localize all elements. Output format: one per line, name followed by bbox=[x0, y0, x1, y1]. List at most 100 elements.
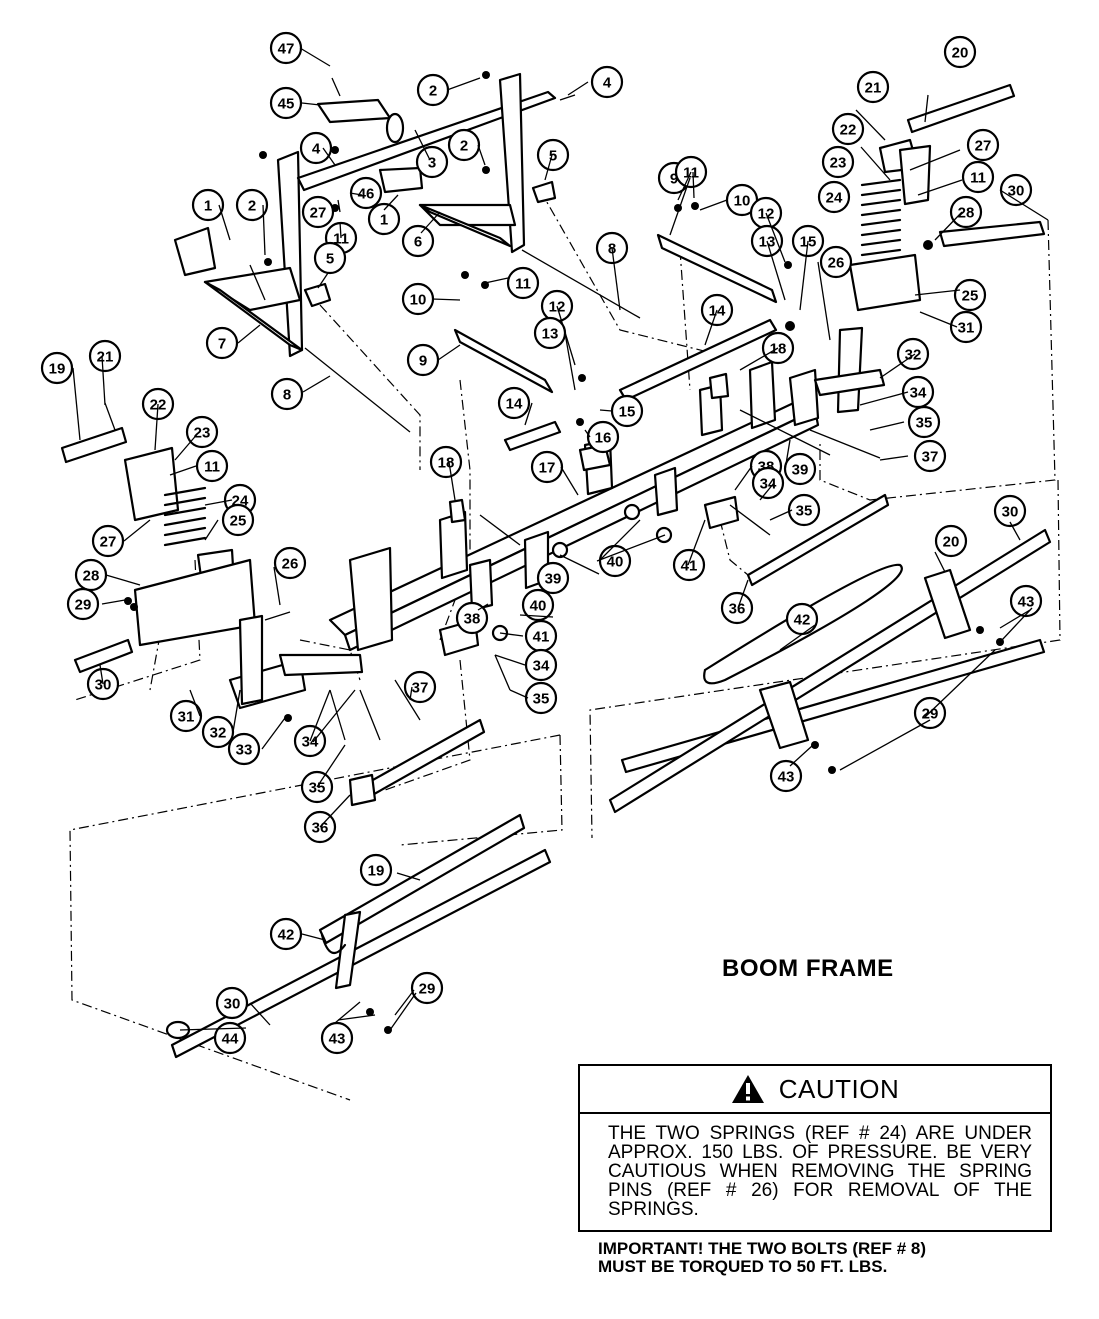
callout-32: 32 bbox=[201, 715, 235, 749]
callout-20: 20 bbox=[943, 35, 977, 69]
assembly-lines bbox=[69, 189, 1061, 1101]
callout-22: 22 bbox=[831, 112, 865, 146]
svg-text:35: 35 bbox=[533, 691, 550, 708]
svg-text:43: 43 bbox=[778, 769, 795, 786]
callout-43: 43 bbox=[1009, 584, 1043, 618]
svg-text:2: 2 bbox=[429, 83, 437, 100]
svg-text:10: 10 bbox=[410, 292, 427, 309]
svg-text:35: 35 bbox=[916, 415, 933, 432]
svg-text:43: 43 bbox=[329, 1031, 346, 1048]
callout-11: 11 bbox=[195, 449, 229, 483]
svg-text:23: 23 bbox=[830, 155, 847, 172]
callout-34: 34 bbox=[524, 648, 558, 682]
caution-box: CAUTION THE TWO SPRINGS (REF # 24) ARE U… bbox=[578, 1064, 1052, 1232]
svg-text:27: 27 bbox=[100, 534, 117, 551]
callout-27: 27 bbox=[91, 524, 125, 558]
callout-2: 2 bbox=[235, 188, 269, 222]
svg-text:30: 30 bbox=[1002, 504, 1019, 521]
svg-text:24: 24 bbox=[826, 190, 843, 207]
warning-triangle-icon bbox=[731, 1075, 764, 1103]
callout-4: 4 bbox=[299, 131, 333, 165]
svg-text:18: 18 bbox=[770, 341, 787, 358]
callout-18: 18 bbox=[429, 445, 463, 479]
callout-31: 31 bbox=[949, 310, 983, 344]
svg-text:8: 8 bbox=[283, 387, 291, 404]
svg-text:31: 31 bbox=[958, 320, 975, 337]
callout-15: 15 bbox=[610, 394, 644, 428]
callout-16: 16 bbox=[586, 420, 620, 454]
svg-text:29: 29 bbox=[75, 597, 92, 614]
callout-26: 26 bbox=[819, 245, 853, 279]
callout-3: 3 bbox=[415, 145, 449, 179]
svg-text:9: 9 bbox=[419, 353, 427, 370]
svg-text:22: 22 bbox=[840, 122, 857, 139]
svg-text:11: 11 bbox=[515, 276, 531, 293]
callout-28: 28 bbox=[949, 195, 983, 229]
svg-text:25: 25 bbox=[962, 288, 979, 305]
svg-text:2: 2 bbox=[460, 138, 468, 155]
svg-text:4: 4 bbox=[603, 75, 612, 92]
callout-5: 5 bbox=[313, 241, 347, 275]
svg-text:2: 2 bbox=[248, 198, 256, 215]
svg-text:44: 44 bbox=[222, 1031, 239, 1048]
svg-text:37: 37 bbox=[412, 680, 429, 697]
callout-34: 34 bbox=[901, 375, 935, 409]
callout-11: 11 bbox=[961, 160, 995, 194]
svg-text:17: 17 bbox=[539, 460, 556, 477]
svg-text:33: 33 bbox=[236, 742, 253, 759]
left-spring-assembly bbox=[60, 426, 364, 710]
callout-2: 2 bbox=[416, 73, 450, 107]
callout-42: 42 bbox=[269, 917, 303, 951]
callout-28: 28 bbox=[74, 558, 108, 592]
svg-text:40: 40 bbox=[607, 554, 624, 571]
svg-text:39: 39 bbox=[792, 462, 809, 479]
callout-32: 32 bbox=[896, 337, 930, 371]
callout-7: 7 bbox=[205, 326, 239, 360]
svg-text:43: 43 bbox=[1018, 594, 1035, 611]
svg-text:27: 27 bbox=[310, 205, 327, 222]
svg-text:40: 40 bbox=[530, 598, 547, 615]
callout-40: 40 bbox=[598, 544, 632, 578]
callout-23: 23 bbox=[185, 415, 219, 449]
boom-arms bbox=[165, 493, 1052, 1059]
leader-lines bbox=[72, 47, 1049, 1031]
svg-text:30: 30 bbox=[95, 677, 112, 694]
svg-text:1: 1 bbox=[380, 212, 388, 229]
important-line-1: IMPORTANT! THE TWO BOLTS (REF # 8) bbox=[598, 1239, 927, 1258]
callout-10: 10 bbox=[401, 282, 435, 316]
svg-text:42: 42 bbox=[278, 927, 295, 944]
svg-text:9: 9 bbox=[670, 171, 678, 188]
svg-text:19: 19 bbox=[49, 361, 66, 378]
callout-30: 30 bbox=[993, 494, 1027, 528]
right-mount-frame bbox=[296, 72, 557, 254]
right-spring-assembly bbox=[813, 83, 1046, 414]
svg-text:28: 28 bbox=[958, 205, 975, 222]
callout-27: 27 bbox=[301, 195, 335, 229]
svg-text:6: 6 bbox=[414, 234, 422, 251]
callout-31: 31 bbox=[169, 699, 203, 733]
callout-8: 8 bbox=[270, 377, 304, 411]
svg-text:31: 31 bbox=[178, 709, 195, 726]
svg-text:35: 35 bbox=[309, 780, 326, 797]
caution-text: THE TWO SPRINGS (REF # 24) ARE UNDER APP… bbox=[608, 1123, 1032, 1220]
svg-text:13: 13 bbox=[542, 326, 559, 343]
callout-47: 47 bbox=[269, 31, 303, 65]
svg-text:20: 20 bbox=[952, 45, 969, 62]
callout-29: 29 bbox=[66, 587, 100, 621]
callout-25: 25 bbox=[953, 278, 987, 312]
svg-text:10: 10 bbox=[734, 193, 751, 210]
callout-43: 43 bbox=[320, 1021, 354, 1055]
callout-4: 4 bbox=[590, 65, 624, 99]
callout-37: 37 bbox=[913, 439, 947, 473]
svg-text:5: 5 bbox=[326, 251, 334, 268]
svg-text:25: 25 bbox=[230, 513, 247, 530]
callout-41: 41 bbox=[524, 619, 558, 653]
svg-text:34: 34 bbox=[910, 385, 927, 402]
callout-26: 26 bbox=[273, 546, 307, 580]
svg-text:11: 11 bbox=[970, 170, 986, 187]
svg-text:16: 16 bbox=[595, 430, 612, 447]
callout-45: 45 bbox=[269, 86, 303, 120]
svg-text:36: 36 bbox=[312, 820, 329, 837]
callout-38: 38 bbox=[455, 601, 489, 635]
callout-1: 1 bbox=[367, 202, 401, 236]
